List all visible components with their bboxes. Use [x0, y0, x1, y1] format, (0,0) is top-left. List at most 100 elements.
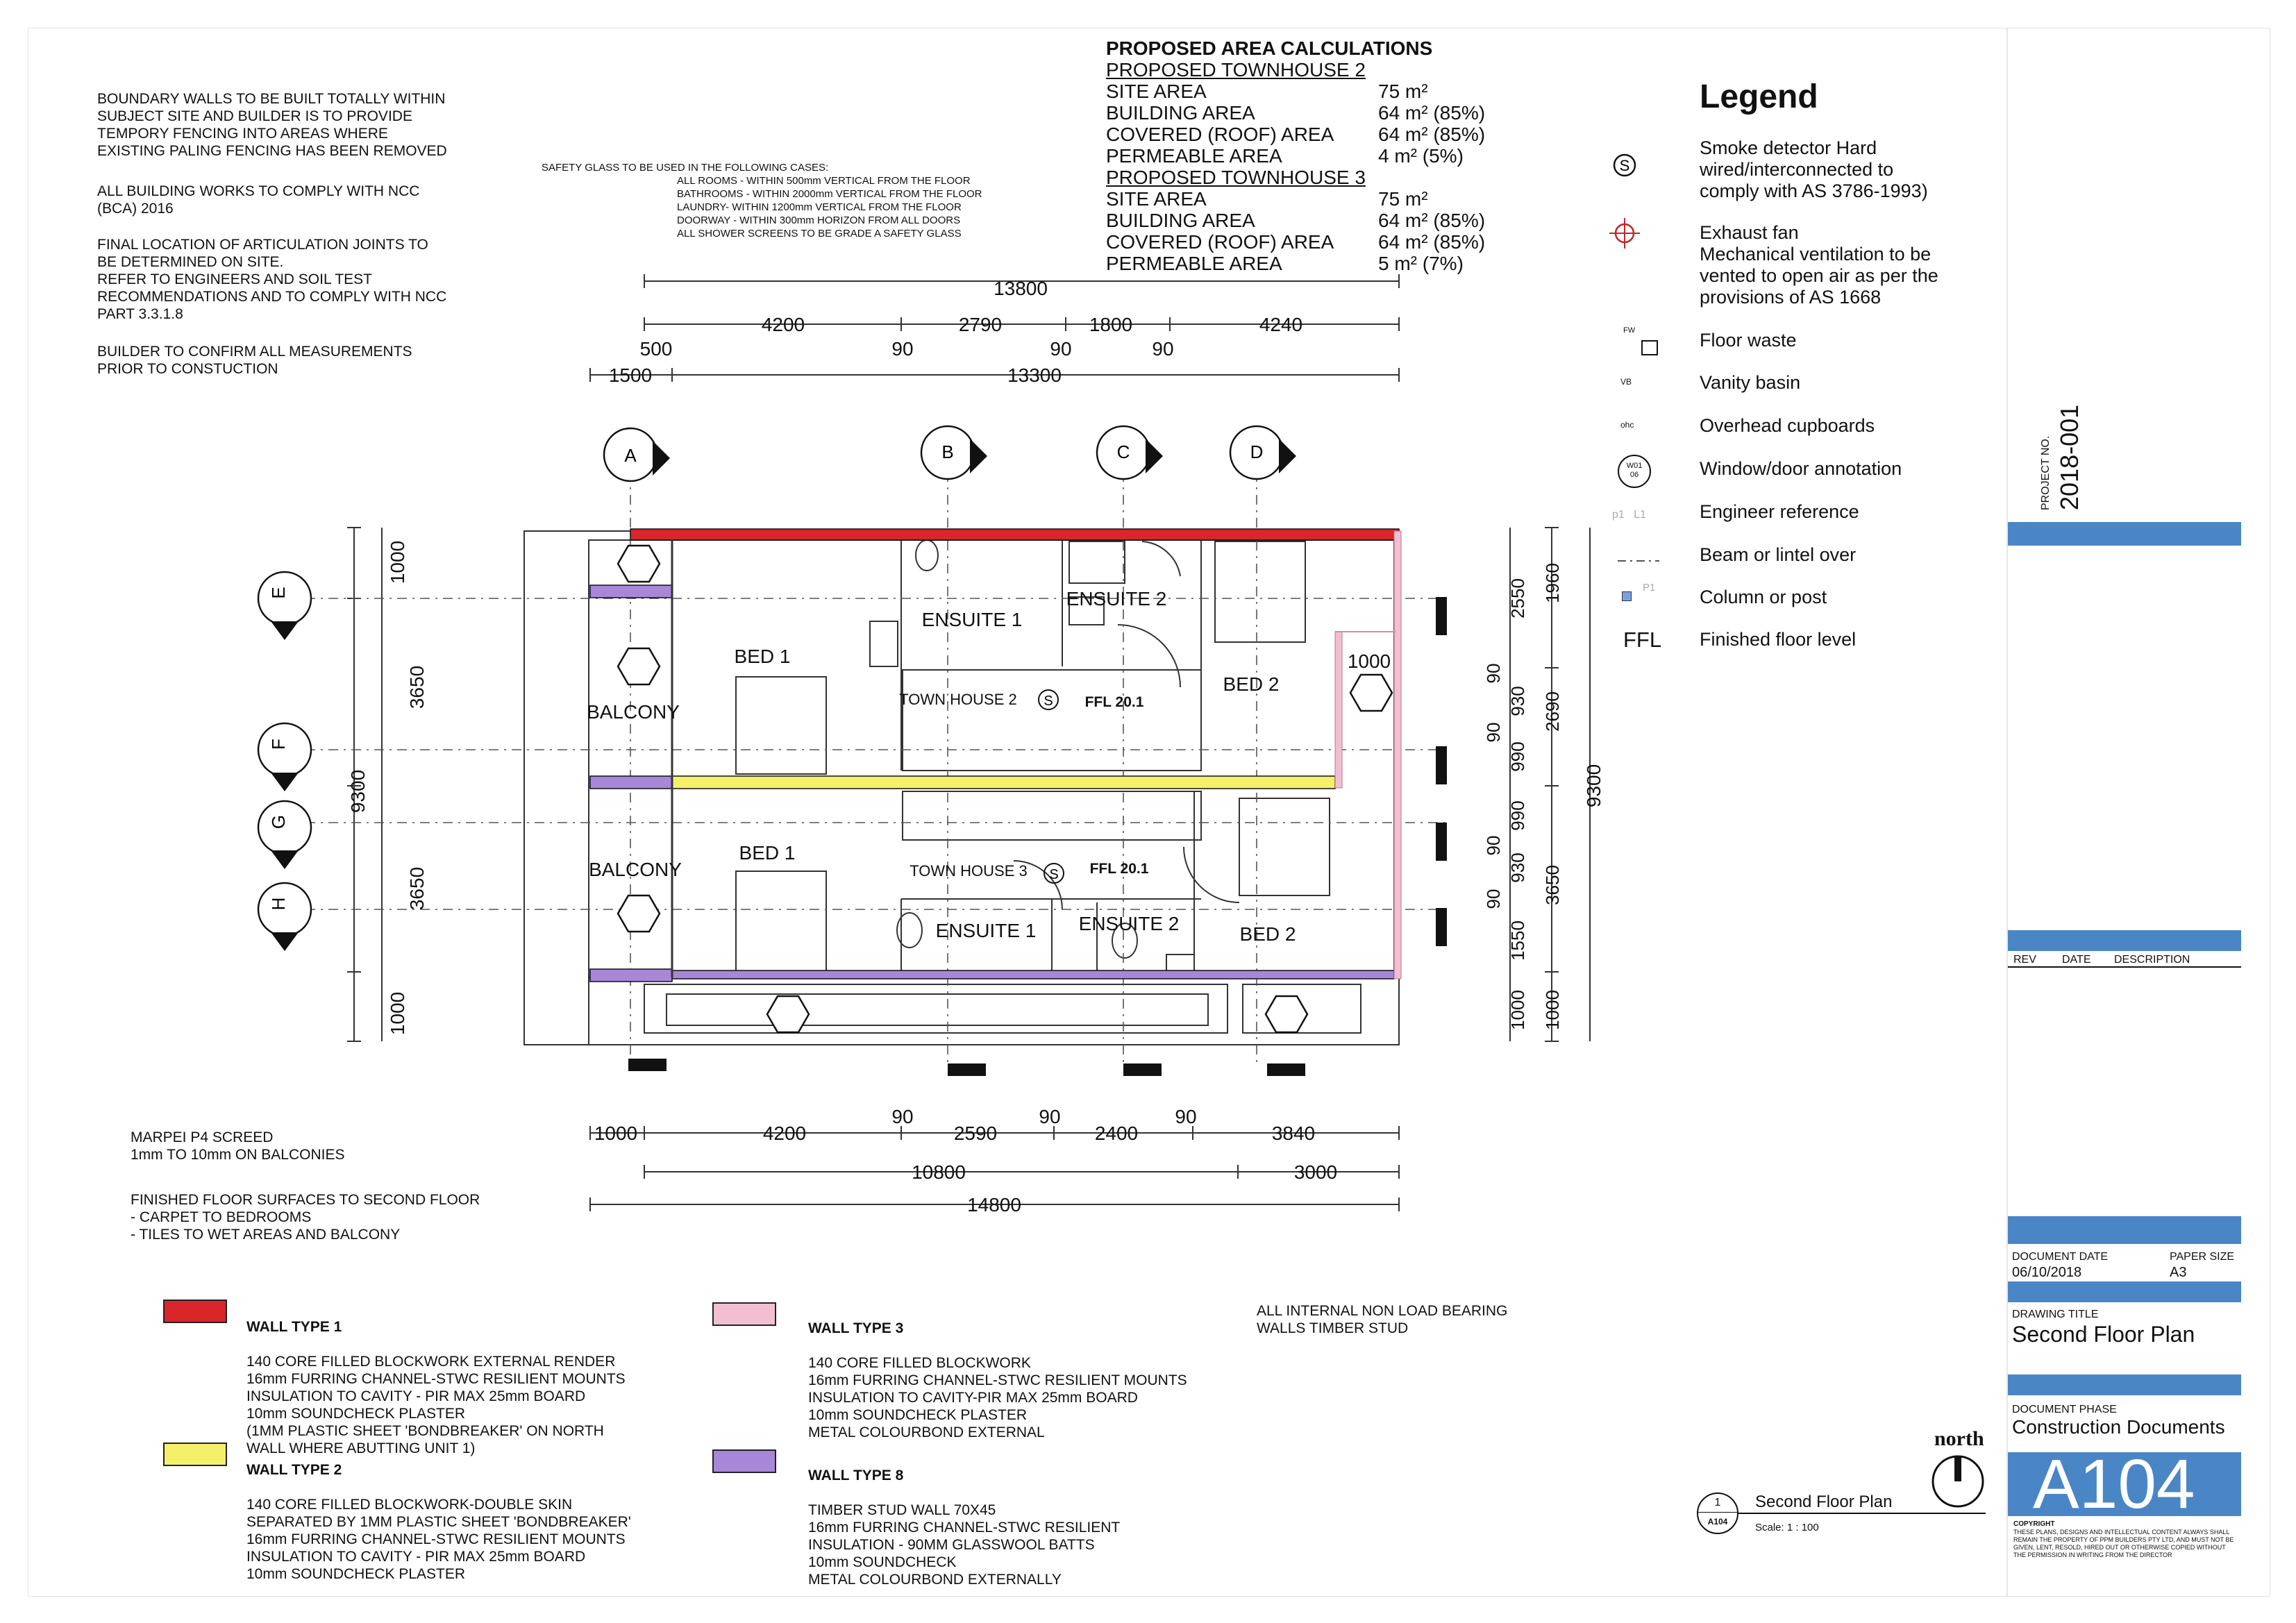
north-label: north — [1934, 1427, 1984, 1450]
dim-text: 13800 — [994, 278, 1048, 299]
legend-ffl-text: Finished floor level — [1700, 629, 1857, 650]
dim-text: 1500 — [609, 364, 652, 386]
grid-bubble-e: E — [257, 571, 312, 640]
room-label: TOWN HOUSE 3 — [910, 862, 1028, 880]
svg-text:F: F — [268, 739, 289, 750]
wall-type-desc: 140 CORE FILLED BLOCKWORK EXTERNAL RENDE… — [246, 1354, 626, 1456]
rev-header: DESCRIPTION — [2114, 954, 2190, 966]
svg-text:E: E — [268, 587, 289, 598]
dim-text: 930 — [1507, 852, 1528, 882]
wall-type-3-east — [1334, 631, 1343, 789]
wall-type-title: WALL TYPE 1 — [246, 1319, 342, 1335]
room-label: TOWN HOUSE 2 — [899, 691, 1017, 708]
floor-waste-icon — [1641, 340, 1658, 355]
dim-text: 2690 — [1542, 691, 1563, 732]
dim-text: 90 — [1483, 723, 1504, 743]
legend-column-text: Column or post — [1700, 587, 1827, 607]
rev-header: DATE — [2062, 954, 2091, 966]
area-calc-title: PROPOSED AREA CALCULATIONS — [1106, 37, 1433, 59]
title-block-band — [2008, 930, 2241, 951]
general-note-boundary: BOUNDARY WALLS TO BE BUILT TOTALLY WITHI… — [97, 91, 447, 159]
dim-text: 1000 — [1507, 990, 1528, 1030]
view-tag-bubble: 1 A104 — [1697, 1492, 1738, 1534]
note-screed: MARPEI P4 SCREED 1mm TO 10mm ON BALCONIE… — [131, 1129, 345, 1163]
vanity-basin-icon: VB — [1620, 377, 1632, 387]
room-label: BED 2 — [1240, 923, 1296, 945]
legend-title: Legend — [1700, 78, 1818, 115]
room-label: BED 1 — [739, 842, 796, 864]
grid-bubble-a: A — [603, 427, 670, 482]
grid-bubble-c: C — [1096, 425, 1163, 480]
svg-text:S: S — [1049, 867, 1058, 882]
wall-type-title: WALL TYPE 8 — [808, 1468, 904, 1483]
safety-glass-list: ALL ROOMS - WITHIN 500mm VERTICAL FROM T… — [677, 175, 982, 239]
view-tag-title: Second Floor Plan — [1755, 1492, 1893, 1511]
legend-exhaust-text: Exhaust fan Mechanical ventilation to be… — [1700, 222, 1938, 308]
room-label: ENSUITE 1 — [936, 920, 1037, 941]
dim-text: 4200 — [763, 1122, 806, 1144]
general-note-articulation: FINAL LOCATION OF ARTICULATION JOINTS TO… — [97, 237, 447, 322]
smoke-detector-icon: S — [1044, 863, 1064, 884]
room-label: ENSUITE 2 — [1066, 588, 1167, 609]
dim-text: 9300 — [347, 770, 369, 813]
dim-text: 930 — [1507, 686, 1528, 716]
dim-text: 90 — [1152, 338, 1173, 360]
view-tag-number: 1 — [1698, 1494, 1737, 1513]
legend-vanity-text: Vanity basin — [1700, 372, 1801, 393]
grid-bubble-h: H — [257, 882, 312, 951]
room-label: ENSUITE 2 — [1079, 913, 1180, 934]
svg-text:B: B — [941, 442, 953, 462]
general-note-ncc: ALL BUILDING WORKS TO COMPLY WITH NCC (B… — [97, 183, 420, 217]
legend-window-text: Window/door annotation — [1700, 458, 1902, 479]
legend-ohc-text: Overhead cupboards — [1700, 415, 1875, 436]
wall-type-2-party — [671, 775, 1336, 789]
exhaust-fan-icon — [1609, 218, 1640, 249]
dim-text: 3000 — [1294, 1161, 1337, 1183]
wall-type-3-swatch — [712, 1302, 776, 1326]
room-label: BALCONY — [589, 859, 682, 880]
dim-text: 1800 — [1089, 314, 1132, 335]
wall-type-1-swatch — [163, 1300, 227, 1323]
dim-text: 4200 — [762, 314, 805, 335]
dim-text: 90 — [891, 338, 913, 360]
view-tag-sheet: A104 — [1707, 1517, 1728, 1527]
note-finishes: FINISHED FLOOR SURFACES TO SECOND FLOOR … — [131, 1192, 480, 1243]
room-label: BALCONY — [587, 701, 680, 723]
overhead-cupboard-icon: ohc — [1620, 420, 1634, 430]
wall-type-8-block: WALL TYPE 8 TIMBER STUD WALL 70X45 16mm … — [808, 1449, 1120, 1606]
dim-text: 3650 — [406, 867, 428, 910]
smoke-detector-icon: S — [1611, 151, 1639, 179]
wall-type-2-block: WALL TYPE 2 140 CORE FILLED BLOCKWORK-DO… — [246, 1444, 631, 1600]
dim-text: 2790 — [959, 314, 1002, 335]
wall-type-2-swatch — [163, 1443, 227, 1466]
view-tag-scale: Scale: 1 : 100 — [1755, 1522, 1819, 1533]
dim-text: 3650 — [406, 666, 428, 709]
svg-text:C: C — [1117, 442, 1130, 462]
legend-smoke-text: Smoke detector Hard wired/interconnected… — [1700, 137, 1928, 201]
column-post-tag: P1 — [1643, 582, 1656, 594]
view-tag-line — [1738, 1513, 1986, 1514]
floor-waste-tag: FW — [1623, 326, 1636, 335]
column-post-icon — [1622, 591, 1632, 601]
svg-text:S: S — [1044, 693, 1053, 709]
svg-text:S: S — [1620, 157, 1630, 174]
wall-type-1-north — [630, 528, 1400, 541]
wall-type-8-segment — [589, 775, 673, 789]
wall-type-1-block: WALL TYPE 1 140 CORE FILLED BLOCKWORK EX… — [246, 1301, 626, 1474]
area-calculations: PROPOSED AREA CALCULATIONS PROPOSED TOWN… — [1106, 37, 1495, 274]
dim-text: 500 — [640, 338, 673, 360]
wall-type-desc: TIMBER STUD WALL 70X45 16mm FURRING CHAN… — [808, 1502, 1121, 1588]
window-door-tag: W01 06 — [1626, 462, 1643, 479]
paper-size: A3 — [2170, 1265, 2187, 1280]
wall-type-8-south — [671, 970, 1395, 979]
sheet-number-box: A104 — [2008, 1449, 2241, 1519]
dim-text: 90 — [891, 1106, 913, 1127]
wall-type-desc: 140 CORE FILLED BLOCKWORK 16mm FURRING C… — [808, 1355, 1187, 1440]
